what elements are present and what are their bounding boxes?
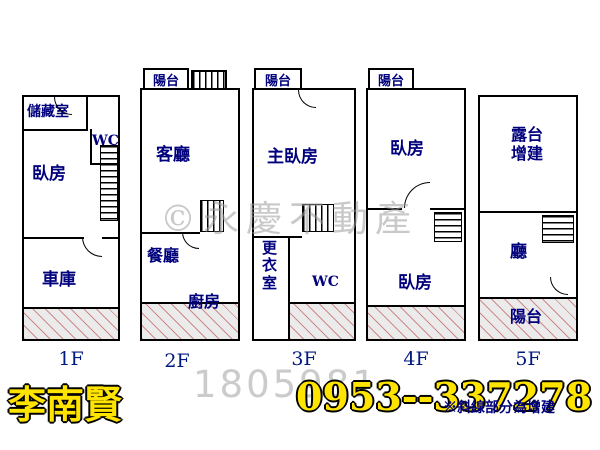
room-label-master-bedroom: 主臥房	[267, 147, 318, 167]
floor-plan-4f: 臥房 臥房	[366, 88, 466, 341]
hatch-area	[290, 302, 354, 339]
room-label-bedroom-top: 臥房	[390, 139, 424, 159]
floor-label-2f: 2F	[164, 350, 190, 372]
floor-plan-1f: 儲藏室 WC 臥房 車庫	[22, 95, 120, 341]
room-label-terrace-addition: 露台增建	[510, 125, 543, 164]
wall	[102, 237, 120, 239]
room-label-dining: 餐廳	[147, 246, 180, 265]
room-label-garage: 車庫	[42, 270, 76, 290]
balcony-2f: 陽台	[143, 68, 189, 90]
stairs	[434, 212, 462, 242]
floor-label-4f: 4F	[403, 348, 429, 370]
room-label-balcony: 陽台	[152, 73, 179, 89]
wall	[480, 211, 576, 213]
wall	[24, 129, 86, 131]
hatch-area	[480, 297, 576, 339]
room-label-dressing-room: 更衣室	[262, 239, 278, 292]
door-arc	[82, 237, 102, 257]
room-label-hall: 廳	[510, 242, 527, 262]
hatch-area	[24, 307, 118, 339]
floor-label-3f: 3F	[291, 348, 317, 370]
floor-plan-3f: 主臥房 更衣室 WC	[252, 88, 356, 341]
agent-phone: 0953--337278	[296, 374, 592, 419]
floor-plan-2f: 客廳 餐廳 廚房	[140, 88, 240, 341]
contact-line: 李南賢 0953--337278	[8, 374, 592, 429]
stairs	[200, 200, 224, 232]
wall	[288, 236, 290, 339]
door-arc	[298, 90, 316, 108]
room-label-balcony: 陽台	[377, 73, 404, 89]
hatch-area	[142, 302, 238, 339]
hatch-area	[368, 305, 464, 339]
wall	[430, 208, 464, 210]
door-arc	[550, 277, 568, 295]
agent-name: 李南賢	[8, 382, 123, 427]
floor-label-1f: 1F	[58, 348, 84, 370]
wall	[368, 208, 402, 210]
room-label-bedroom-bottom: 臥房	[398, 273, 432, 293]
room-label-wc: WC	[312, 274, 339, 290]
wall	[90, 129, 92, 165]
agency-watermark: ©永慶不動產	[160, 199, 419, 240]
room-label-kitchen: 廚房	[188, 292, 221, 311]
wall	[254, 236, 302, 238]
room-label-bedroom: 臥房	[32, 164, 66, 184]
room-label-balcony: 陽台	[264, 73, 291, 89]
wall	[24, 237, 84, 239]
stairs	[302, 204, 334, 232]
listing-number-watermark: 1805981	[193, 363, 379, 406]
room-label-living: 客廳	[156, 145, 190, 165]
wall	[142, 232, 200, 234]
stairs	[542, 215, 574, 243]
room-label-balcony-5f: 陽台	[510, 307, 543, 326]
stairs	[100, 145, 118, 221]
floor-label-5f: 5F	[515, 348, 541, 370]
wall	[86, 97, 88, 131]
stairs-top	[191, 70, 227, 90]
floor-plan-5f: 露台增建 廳 陽台	[478, 95, 578, 341]
balcony-4f: 陽台	[368, 68, 414, 90]
hatch-note: ※斜線部分為增建	[443, 400, 555, 416]
balcony-3f: 陽台	[254, 68, 302, 90]
